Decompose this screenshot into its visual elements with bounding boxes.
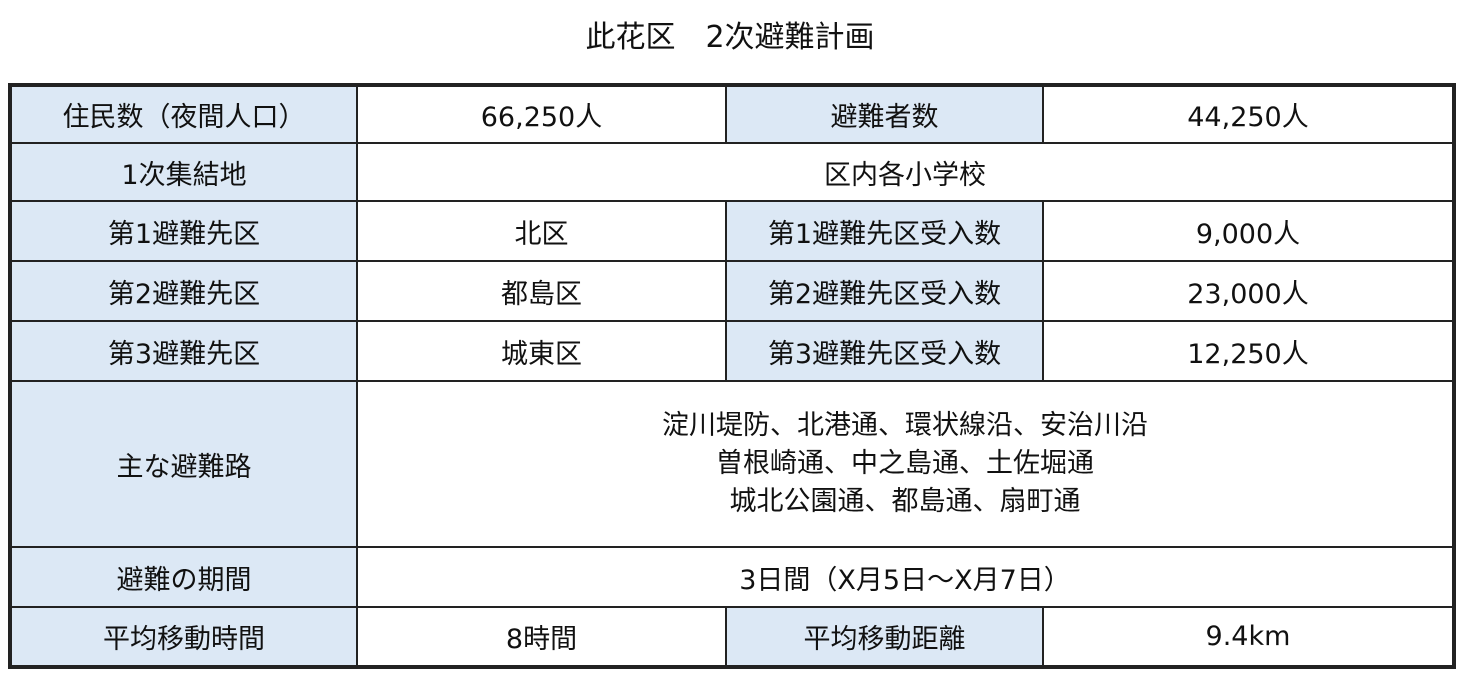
- period-value: 3日間（X月5日～X月7日）: [356, 546, 1455, 608]
- avg-time-label: 平均移動時間: [9, 606, 358, 668]
- page-title: 此花区 2次避難計画: [585, 20, 875, 55]
- dest-2-label: 第2避難先区: [9, 260, 358, 322]
- dest-1-value: 北区: [356, 200, 727, 262]
- routes-value: 淀川堤防、北港通、環状線沿、安治川沿 曽根崎通、中之島通、土佐堀通 城北公園通、…: [356, 380, 1455, 548]
- dest-1-capacity-value: 9,000人: [1042, 200, 1455, 262]
- table-row-dest-1: 第1避難先区 北区 第1避難先区受入数 9,000人: [9, 200, 1455, 262]
- dest-3-capacity-label: 第3避難先区受入数: [725, 320, 1044, 382]
- dest-2-capacity-label: 第2避難先区受入数: [725, 260, 1044, 322]
- route-line-2: 曽根崎通、中之島通、土佐堀通: [716, 448, 1094, 479]
- dest-3-label: 第3避難先区: [9, 320, 358, 382]
- dest-2-value: 都島区: [356, 260, 727, 322]
- residents-label: 住民数（夜間人口）: [9, 84, 358, 144]
- assembly-label: 1次集結地: [9, 142, 358, 202]
- evacuees-value: 44,250人: [1042, 84, 1455, 144]
- evacuation-plan-table: 住民数（夜間人口） 66,250人 避難者数 44,250人 1次集結地 区内各…: [8, 83, 1456, 669]
- dest-3-capacity-value: 12,250人: [1042, 320, 1455, 382]
- table-row-period: 避難の期間 3日間（X月5日～X月7日）: [9, 546, 1455, 608]
- evacuees-label: 避難者数: [725, 84, 1044, 144]
- avg-distance-value: 9.4km: [1042, 606, 1455, 668]
- dest-3-value: 城東区: [356, 320, 727, 382]
- dest-1-label: 第1避難先区: [9, 200, 358, 262]
- period-label: 避難の期間: [9, 546, 358, 608]
- route-line-1: 淀川堤防、北港通、環状線沿、安治川沿: [662, 410, 1148, 441]
- dest-1-capacity-label: 第1避難先区受入数: [725, 200, 1044, 262]
- table-row-average: 平均移動時間 8時間 平均移動距離 9.4km: [9, 606, 1455, 668]
- avg-distance-label: 平均移動距離: [725, 606, 1044, 668]
- avg-time-value: 8時間: [356, 606, 727, 668]
- table-row-dest-3: 第3避難先区 城東区 第3避難先区受入数 12,250人: [9, 320, 1455, 382]
- dest-2-capacity-value: 23,000人: [1042, 260, 1455, 322]
- table-row-assembly: 1次集結地 区内各小学校: [9, 142, 1455, 202]
- table-row-dest-2: 第2避難先区 都島区 第2避難先区受入数 23,000人: [9, 260, 1455, 322]
- route-line-3: 城北公園通、都島通、扇町通: [729, 486, 1081, 517]
- table-row-residents: 住民数（夜間人口） 66,250人 避難者数 44,250人: [9, 84, 1455, 144]
- routes-label: 主な避難路: [9, 380, 358, 548]
- table-row-routes: 主な避難路 淀川堤防、北港通、環状線沿、安治川沿 曽根崎通、中之島通、土佐堀通 …: [9, 380, 1455, 548]
- assembly-value: 区内各小学校: [356, 142, 1455, 202]
- residents-value: 66,250人: [356, 84, 727, 144]
